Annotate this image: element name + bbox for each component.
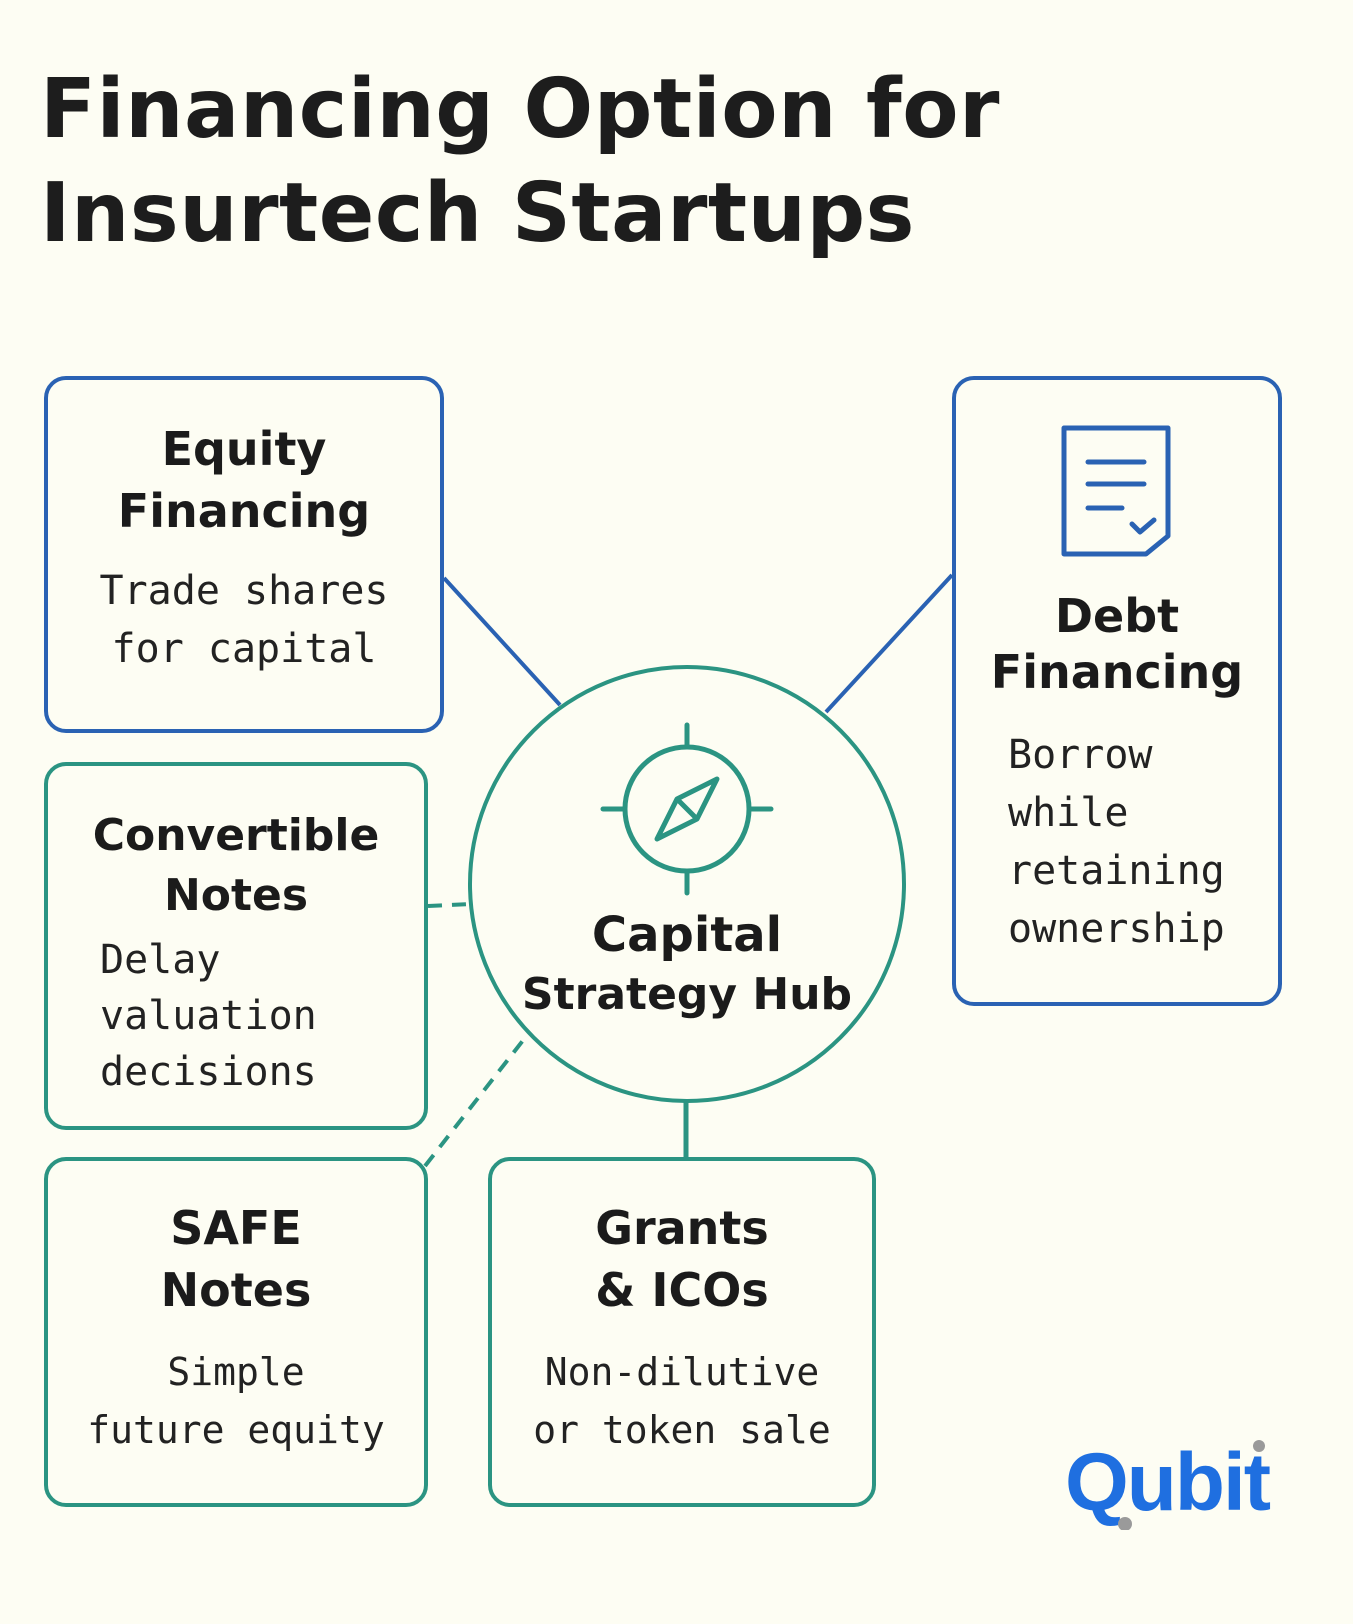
connector-debt xyxy=(824,573,954,714)
connector-safe xyxy=(423,1032,530,1168)
convertible-title: Convertible Notes xyxy=(92,810,380,921)
equity-description: Trade shares for capital xyxy=(99,568,389,672)
logo-dot-top xyxy=(1253,1440,1265,1452)
grants-icos-card: Grants & ICOs Non-dilutive or token sale xyxy=(488,1157,876,1507)
connector-equity xyxy=(442,576,562,707)
compass-icon xyxy=(600,722,774,896)
debt-title: Debt Financing xyxy=(990,589,1244,699)
debt-description: Borrow while retaining ownership xyxy=(1008,732,1225,952)
safe-title: SAFE Notes xyxy=(160,1201,312,1317)
convertible-notes-card: Convertible Notes Delay valuation decisi… xyxy=(44,762,428,1130)
document-check-icon xyxy=(1061,425,1171,557)
hub-label: Capital Strategy Hub xyxy=(521,907,853,1020)
logo-dot-bottom xyxy=(1118,1517,1132,1530)
equity-financing-card: Equity Financing Trade shares for capita… xyxy=(44,376,444,733)
debt-financing-card: Debt Financing Borrow while retaining ow… xyxy=(952,376,1282,1006)
grants-description: Non-dilutive or token sale xyxy=(533,1350,831,1452)
connector-convertible xyxy=(427,902,471,908)
qubit-logo: Qubit xyxy=(1065,1440,1273,1530)
safe-notes-card: SAFE Notes Simple future equity xyxy=(44,1157,428,1507)
capital-strategy-hub: Capital Strategy Hub xyxy=(468,665,906,1103)
logo-text: Qubit xyxy=(1065,1440,1271,1528)
grants-title: Grants & ICOs xyxy=(595,1201,769,1317)
safe-description: Simple future equity xyxy=(87,1350,385,1452)
convertible-description: Delay valuation decisions xyxy=(100,937,317,1095)
equity-title: Equity Financing xyxy=(117,422,371,538)
title-text: Financing Option for Insurtech Startups xyxy=(40,62,1000,261)
page-title: Financing Option for Insurtech Startups xyxy=(40,58,1140,266)
